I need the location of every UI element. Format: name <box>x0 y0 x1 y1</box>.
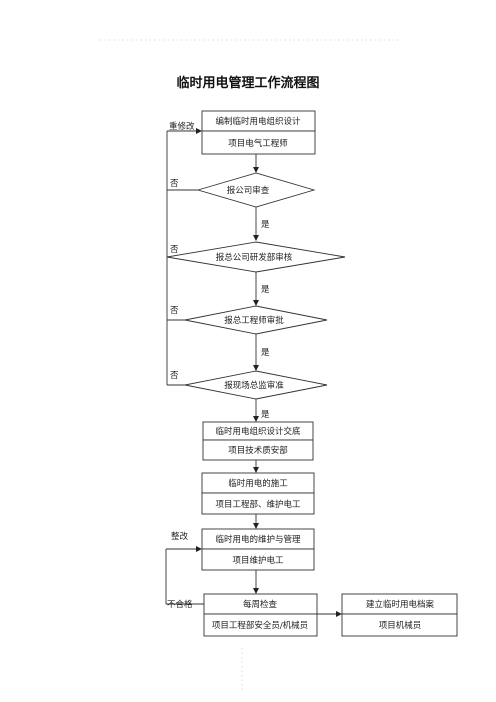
disclose-label: 临时用电组织设计交底 <box>215 426 301 437</box>
site-director-label: 报现场总监审准 <box>224 380 284 391</box>
company-review-diamond: 报公司审查 <box>196 172 316 208</box>
compile-role: 项目电气工程师 <box>228 138 288 149</box>
chief-engineer-diamond: 报总工程师审批 <box>184 305 328 335</box>
construct-label: 临时用电的施工 <box>228 478 288 489</box>
yes-label-3: 是 <box>261 348 270 358</box>
archive-role: 项目机械员 <box>379 620 422 631</box>
yes-label-1: 是 <box>261 220 270 230</box>
no-label-2: 否 <box>170 245 179 255</box>
fail-label: 不合格 <box>167 599 193 610</box>
redo-loop <box>166 128 202 386</box>
archive-label: 建立临时用电档案 <box>366 599 435 610</box>
design-disclosure-box: 临时用电组织设计交底 项目技术质安部 <box>202 421 314 461</box>
compile-label: 编制临时用电组织设计 <box>215 116 301 127</box>
compile-design-box: 编制临时用电组织设计 项目电气工程师 <box>201 110 316 155</box>
chief-engineer-label: 报总工程师审批 <box>224 315 284 326</box>
rd-review-label: 报总公司研发部审核 <box>216 252 293 263</box>
yes-label-4: 是 <box>261 410 270 420</box>
disclose-role: 项目技术质安部 <box>228 445 288 456</box>
inspect-role: 项目工程部安全员/机械员 <box>212 620 308 631</box>
company-review-label: 报公司审查 <box>227 185 270 196</box>
rectify-label: 整改 <box>171 531 189 542</box>
site-director-diamond: 报现场总监审准 <box>184 370 328 400</box>
maintenance-box: 临时用电的维护与管理 项目维护电工 <box>201 528 315 571</box>
no-label-1: 否 <box>170 179 179 189</box>
no-label-3: 否 <box>170 306 179 316</box>
page-title: 临时用电管理工作流程图 <box>176 76 320 91</box>
rd-review-diamond: 报总公司研发部审核 <box>166 241 346 273</box>
maintain-role: 项目维护电工 <box>232 555 284 566</box>
inspect-label: 每周检查 <box>243 599 278 610</box>
redo-label: 重修改 <box>169 121 195 132</box>
weekly-inspection-box: 每周检查 项目工程部安全员/机械员 <box>203 593 318 637</box>
rectify-loop <box>165 546 204 605</box>
archive-box: 建立临时用电档案 项目机械员 <box>341 593 458 637</box>
maintain-label: 临时用电的维护与管理 <box>215 534 301 545</box>
yes-label-2: 是 <box>261 285 270 295</box>
construction-box: 临时用电的施工 项目工程部、维护电工 <box>201 472 315 515</box>
no-label-4: 否 <box>170 371 179 381</box>
construct-role: 项目工程部、维护电工 <box>215 499 301 510</box>
